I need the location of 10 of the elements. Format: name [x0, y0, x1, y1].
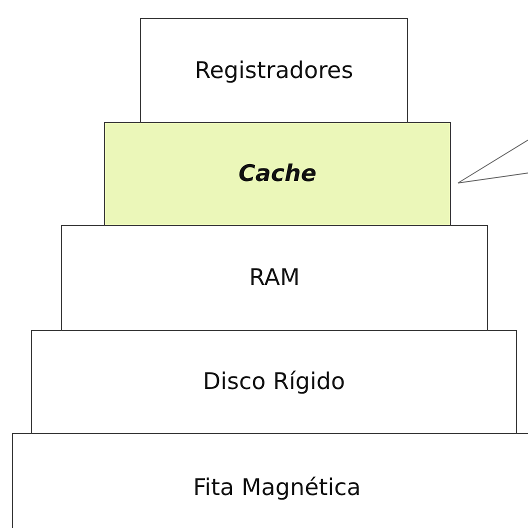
hierarchy-level — [31, 330, 517, 434]
level-label: Fita Magnética — [193, 475, 361, 501]
level-label: Cache — [238, 161, 316, 187]
hierarchy-level — [140, 18, 408, 123]
level-label: Registradores — [194, 58, 354, 84]
level-label: Disco Rígido — [202, 369, 346, 395]
hierarchy-level — [104, 122, 451, 226]
level-label: RAM — [249, 265, 300, 291]
hierarchy-level — [61, 225, 488, 331]
hierarchy-level — [12, 433, 528, 528]
